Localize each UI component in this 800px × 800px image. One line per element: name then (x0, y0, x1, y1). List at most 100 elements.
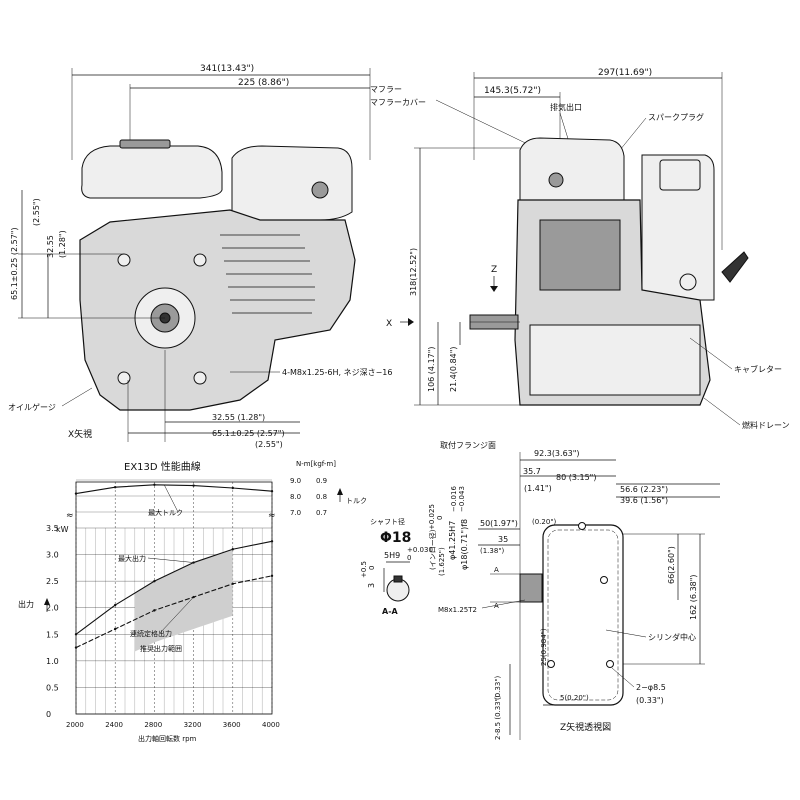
bolt-note: 4-M8x1.25-6H, ネジ深さ−16 (282, 368, 392, 377)
flange-hole-br (606, 660, 614, 668)
recommended-range-fill (134, 549, 233, 652)
series-point-2 (114, 603, 117, 607)
z-dim-566: 56.6 (2.23") (620, 485, 668, 494)
fuel-tank (81, 145, 223, 199)
series-name-label: 最大トルク (148, 508, 183, 517)
crankcase (79, 209, 356, 411)
arrow-x-label: X (386, 319, 392, 329)
y-tick-label: 3.5 (46, 524, 59, 533)
thread-label: M8x1.25T2 (438, 606, 477, 614)
front-dim-h-3255: 32.55 (1.28") (212, 413, 265, 422)
front-dim-vert-3255: 32.55 (46, 235, 55, 258)
z-dim-85: 2-8.5 (0.33") (494, 695, 502, 740)
z-dim-138: (1.38") (480, 547, 505, 555)
z-dim-923: 92.3(3.63") (534, 449, 580, 458)
key-depth: 3 (367, 583, 376, 588)
series-point-3 (74, 646, 78, 649)
oil-gauge-label: オイルゲージ (8, 402, 56, 412)
shaft-tol-top: −0.016 (450, 486, 458, 512)
choke-lever (721, 251, 749, 283)
y-tick-label: 1.0 (46, 657, 59, 666)
side-dim-1453: 145.3(5.72") (484, 86, 541, 96)
arrow-z-label: Z (491, 265, 497, 275)
key-width: 5H9 (384, 551, 400, 560)
torque-tick-kgf: 0.8 (316, 493, 327, 501)
flange-body (542, 524, 624, 706)
axis-break-right: ≈ (268, 511, 276, 521)
torque-tick-nm: 7.0 (290, 509, 301, 517)
shaft-diameter: Φ18 (380, 530, 411, 546)
key-depth-tol-top: +0.5 (360, 561, 368, 578)
series-leader (163, 484, 179, 513)
section-label: A-A (382, 607, 399, 616)
z-dim-396: 39.6 (1.56") (620, 496, 668, 505)
front-caption: X矢視 (68, 428, 92, 440)
x-tick-label: 3600 (223, 721, 241, 729)
series-leader (147, 557, 194, 563)
recoil-knob (311, 181, 329, 199)
z-dim-35: 35 (498, 535, 508, 544)
fit-tol-top: +0.025 (428, 504, 436, 530)
front-dim-vert-65: 65.1±0.25 (2.57") (10, 227, 19, 300)
side-height: 318(12.52") (409, 248, 418, 296)
torque-tick-nm: 8.0 (290, 493, 301, 501)
cylinder-label: シリンダ中心 (648, 632, 696, 642)
series-point-1 (114, 486, 117, 489)
series-point-2 (153, 579, 156, 583)
cylinder-fins (220, 234, 315, 314)
torque-tick-kgf: 0.9 (316, 477, 327, 485)
x-tick-label: 2000 (66, 721, 84, 729)
series-point-1 (192, 484, 195, 487)
y-tick-label: 2.5 (46, 577, 59, 586)
y-tick-label: 0 (46, 710, 51, 719)
z-dim-66: 66(2.60") (667, 546, 676, 584)
z-dim-50: 50(1.97") (480, 519, 518, 528)
muffler (519, 137, 625, 201)
series-leader (159, 596, 194, 634)
key-depth-tol-bottom: 0 (368, 566, 376, 570)
series-line-2 (75, 540, 273, 635)
air-cleaner (641, 154, 715, 301)
front-dim-h-651: 65.1±0.25 (2.57") (212, 429, 285, 438)
front-dim-overall: 341(13.43") (200, 64, 254, 74)
shaft-detail: シャフト径 Φ18 5H9 +0.030 0 3 +0.5 0 A-A (360, 517, 433, 616)
front-dim-vert-255: (2.55") (32, 198, 41, 226)
y-tick-label: 0.5 (46, 683, 59, 692)
front-dim-vert-128: (1.28") (58, 230, 67, 258)
series-point-1 (74, 492, 78, 495)
shaft-tol-bottom: −0.043 (458, 486, 466, 512)
side-dim-overall: 297(11.69") (598, 68, 652, 78)
x-tick-label: 2400 (105, 721, 123, 729)
series-point-1 (153, 483, 156, 486)
x-tick-label: 4000 (262, 721, 280, 729)
chart-title: EX13D 性能曲線 (124, 460, 201, 473)
fuel-drain-label: 燃料ドレーン (742, 420, 790, 430)
front-dim-h-255: (2.55") (255, 440, 283, 449)
shaft-heading: シャフト径 (370, 517, 405, 526)
power-unit: kW (56, 525, 69, 534)
torque-tick-kgf: 0.7 (316, 509, 327, 517)
axis-break-left: ≈ (66, 511, 74, 521)
y-tick-label: 2.0 (46, 604, 59, 613)
z-dim-020: (0.20") (532, 518, 557, 526)
spark-plug-label: スパークプラグ (648, 112, 704, 122)
series-line-1 (75, 484, 273, 495)
side-view: 297(11.69") 145.3(5.72") マフラー マフラーカバー 排気… (370, 68, 790, 430)
power-axis-arrow (44, 598, 50, 605)
z-dim-357: 35.7 (523, 467, 541, 476)
z-dim-25: 25(0.984") (540, 628, 548, 666)
recoil-cover (231, 145, 353, 221)
z-shaft (519, 573, 543, 603)
fit-inch: (1.625") (438, 547, 446, 576)
series-point-3 (114, 627, 117, 631)
recommended-range-label: 推奨出力範囲 (140, 644, 182, 653)
key-tol-top: +0.030 (407, 546, 433, 554)
torque-axis-label: トルク (346, 497, 367, 505)
carburetor-label: キャブレター (734, 364, 782, 374)
torque-unit: N-m[kgf-m] (296, 460, 336, 468)
fit-tol-bottom: 0 (436, 516, 444, 520)
torque-tick-nm: 9.0 (290, 477, 301, 485)
flange-hole-mr (600, 576, 608, 584)
